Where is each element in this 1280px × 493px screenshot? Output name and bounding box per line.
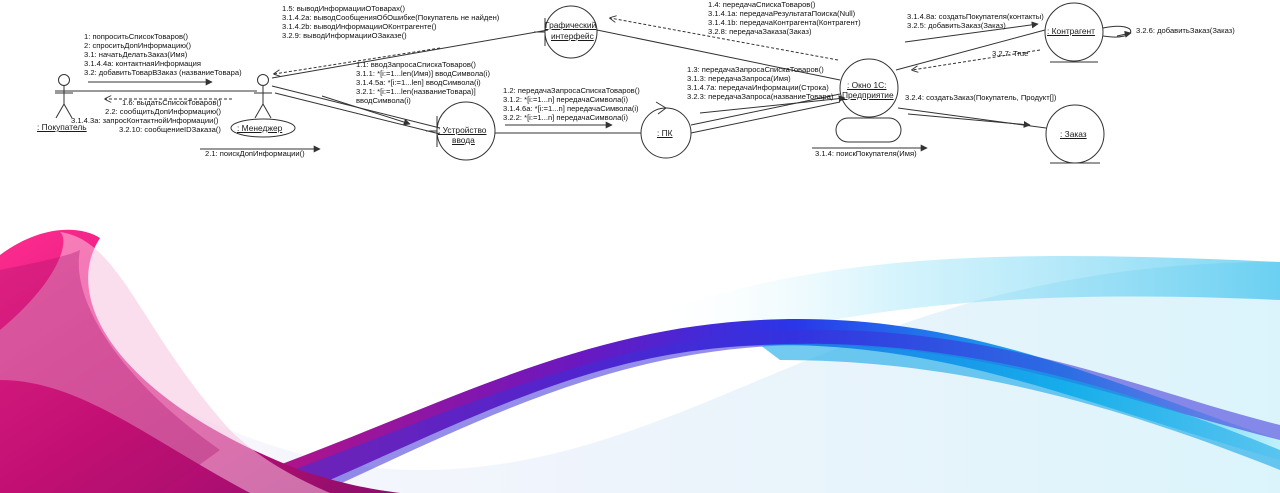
buyer-label: : Покупатель xyxy=(37,122,87,132)
message-label: 3.2.9: выводИнформацииОЗаказе() xyxy=(282,31,407,40)
message-label: 3.2.8: передачаЗаказа(Заказ) xyxy=(708,27,812,36)
buyer-actor-figure xyxy=(55,74,73,119)
message-label: 3.1.4.7a: передачаИнформации(Строка) xyxy=(687,83,829,92)
message-label: 2.1: поискДопИнформации() xyxy=(205,149,305,158)
message-label: 3.2.10: сообщениеIDЗаказа() xyxy=(119,125,221,134)
message-label: 3.1.4.4a: контактнаяИнформация xyxy=(84,59,202,68)
message-label: 3.1.4.1a: передачаРезультатаПоиска(Null) xyxy=(708,9,856,18)
message-label: 3.2.2: *[i:=1...n] передачаСимвола(i) xyxy=(503,113,629,122)
message-label: 1.4: передачаСпискаТоваров() xyxy=(708,0,816,9)
message-label: 2: спроситьДопИнформацию() xyxy=(84,41,191,50)
message-label: 3.1.4.2b: выводИнформацииОКонтрагенте() xyxy=(282,22,437,31)
message-label: 3.1.4.6a: *[i:=1...n] передачаСимвола(i) xyxy=(503,104,639,113)
message-label: 1.1: вводЗапросаСпискаТоваров() xyxy=(356,60,476,69)
message-label: 3.1.1: *[i:=1...len(Имя)] вводСимвола(i) xyxy=(356,69,490,78)
counterparty-label: : Контрагент xyxy=(1047,26,1095,36)
message-label: 1.6: выдатьСписокТоваров() xyxy=(122,98,222,107)
message-label: 3.1.4.5a: *[i:=1...len] вводСимвола(i) xyxy=(356,78,481,87)
message-label: 1: попроситьСписокТоваров() xyxy=(84,32,189,41)
message-label: 3.1.4.3a: запросКонтактнойИнформации() xyxy=(71,116,219,125)
message-label: 3.1.3: передачаЗапроса(Имя) xyxy=(687,74,791,83)
message-label: 3.1.2: *[i:=1...n] передачаСимвола(i) xyxy=(503,95,629,104)
message-label: 2.2: сообщитьДопИнформацию() xyxy=(105,107,222,116)
message-label: 3.1.4: поискПокупателя(Имя) xyxy=(815,149,917,158)
manager-actor-figure xyxy=(230,74,296,138)
message-label: вводСимвола(i) xyxy=(356,96,411,105)
window-1c-shape xyxy=(835,58,902,143)
message-label: 3.2.1: *[i:=1...len(названиеТовара)] xyxy=(356,87,476,96)
message-label: 3.2.4: создатьЗаказ(Покупатель, Продукт[… xyxy=(905,93,1057,102)
gui-label-line2: интерфейс xyxy=(551,31,594,41)
order-entity-shape xyxy=(1045,104,1105,164)
manager-label: : Менеджер xyxy=(237,123,283,133)
message-arrows xyxy=(88,18,1132,153)
pc-label: : ПК xyxy=(657,128,673,138)
input-label-line2: ввода xyxy=(452,135,475,145)
diagram-links xyxy=(55,25,1132,135)
order-label: : Заказ xyxy=(1060,129,1087,139)
window-label-line2: Предприятие xyxy=(842,90,894,100)
input-label-line1: : Устройство xyxy=(438,125,487,135)
window-label-line1: : Окно 1С: xyxy=(847,80,887,90)
message-label: 3.1.4.1b: передачаКонтрагента(Контрагент… xyxy=(708,18,861,27)
message-label: 3.2.3: передачаЗапроса(названиеТовара) xyxy=(687,92,834,101)
message-label: 1.5: выводИнформацииОТоварах() xyxy=(282,4,405,13)
message-label: 3.2.7: True xyxy=(992,49,1029,58)
message-label: 3.1.4.8a: создатьПокупателя(контакты) xyxy=(907,12,1044,21)
message-label: 1.2: передачаЗапросаСпискаТоваров() xyxy=(503,86,640,95)
message-label: 3.2: добавитьТоварВЗаказ (названиеТовара… xyxy=(84,68,242,77)
counterparty-entity-shape xyxy=(1044,2,1104,63)
message-label: 3.1.4.2a: выводСообщенияОбОшибке(Покупат… xyxy=(282,13,500,22)
message-label: 3.2.5: добавитьЗаказ(Заказ) xyxy=(907,21,1006,30)
message-label: 3.1: начатьДелатьЗаказ(Имя) xyxy=(84,50,188,59)
message-label: 3.2.6: добавитьЗаказ(Заказ) xyxy=(1136,26,1235,35)
message-label: 1.3: передачаЗапросаСпискаТоваров() xyxy=(687,65,824,74)
decorative-wave xyxy=(0,229,1280,493)
gui-label-line1: Графический xyxy=(545,20,597,30)
gui-boundary-shape xyxy=(534,5,598,59)
